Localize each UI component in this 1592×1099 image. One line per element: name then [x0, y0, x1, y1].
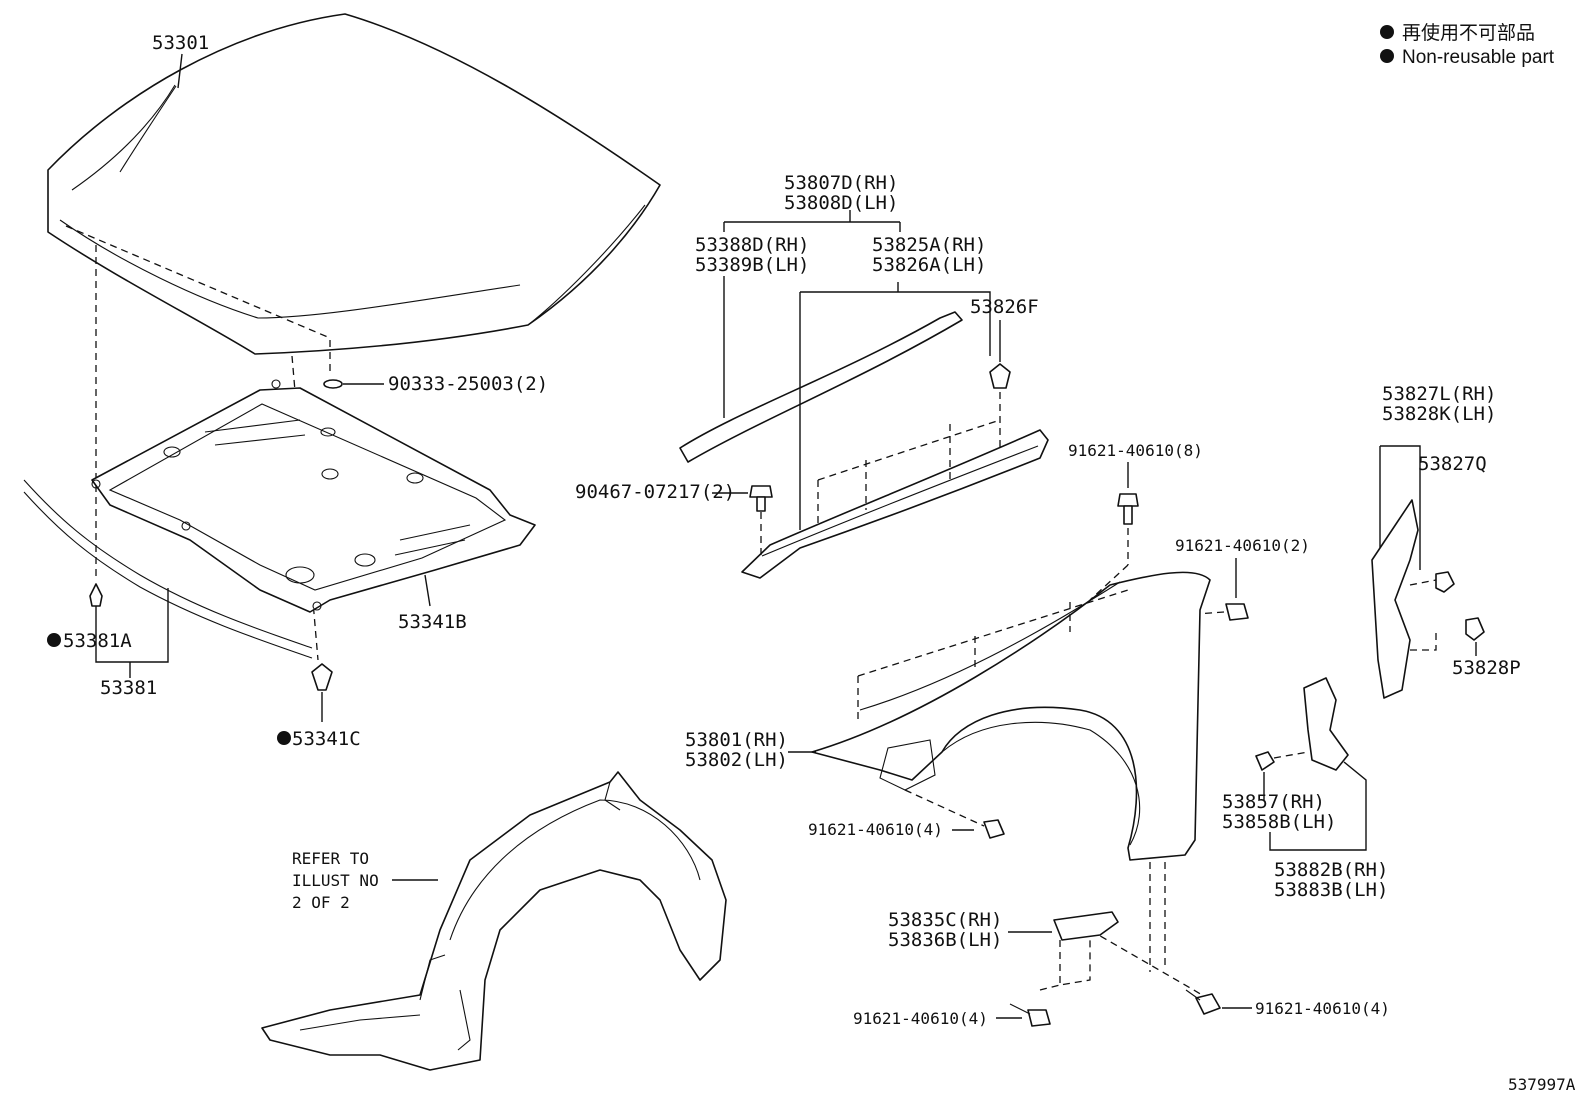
hood-seal-part	[23, 479, 313, 659]
label-bolt-top: 91621-40610(8)	[1068, 441, 1203, 460]
refer-text-1: REFER TO	[292, 849, 369, 868]
label-seal-c-lh: 53858B(LH)	[1222, 811, 1336, 833]
label-protector-lh: 53828K(LH)	[1382, 403, 1496, 425]
label-screw-90467: 90467-07217(2)	[575, 481, 735, 503]
label-hood-insulator-clip: 53341C	[292, 728, 361, 750]
label-bolt-bracket-right: 91621-40610(4)	[1255, 999, 1390, 1018]
label-hood: 53301	[152, 32, 209, 54]
label-bolt-side: 91621-40610(2)	[1175, 536, 1310, 555]
label-hood-seal-clip: 53381A	[63, 630, 132, 652]
label-seal-a-lh: 53389B(LH)	[695, 254, 809, 276]
label-clip-p: 53828P	[1452, 657, 1521, 679]
fender-seal-strip-part	[679, 311, 963, 463]
fender-part	[811, 571, 1211, 861]
fender-seal-lower-part	[1303, 677, 1349, 771]
clip-icon	[1255, 751, 1275, 771]
non-reusable-dot-icon	[277, 731, 291, 745]
label-protector-rh: 53827L(RH)	[1382, 383, 1496, 405]
label-seal-d-lh: 53883B(LH)	[1274, 879, 1388, 901]
label-seal-set-rh: 53807D(RH)	[784, 172, 898, 194]
fender-seal-long-part	[741, 429, 1049, 579]
legend: 再使用不可部品 Non-reusable part	[1380, 22, 1555, 68]
clip-icon	[1465, 617, 1485, 641]
label-seal-b-lh: 53826A(LH)	[872, 254, 986, 276]
bolt-icon	[1117, 493, 1139, 507]
label-fender-lh: 53802(LH)	[685, 749, 788, 771]
label-seal-d-rh: 53882B(RH)	[1274, 859, 1388, 881]
refer-text-3: 2 OF 2	[292, 893, 350, 912]
label-seal-b-rh: 53825A(RH)	[872, 234, 986, 256]
legend-en: Non-reusable part	[1402, 47, 1555, 68]
clip-icon	[311, 663, 333, 691]
plug-icon	[323, 379, 343, 389]
clip-icon	[1435, 571, 1455, 593]
hood-part	[47, 13, 661, 355]
illustration-id: 537997A	[1508, 1075, 1576, 1094]
bolt-icon	[1225, 603, 1249, 621]
bolt-icon	[1195, 993, 1221, 1015]
label-seal-set-lh: 53808D(LH)	[784, 192, 898, 214]
label-bracket-rh: 53835C(RH)	[888, 909, 1002, 931]
clip-icon	[89, 583, 103, 607]
legend-dot-icon	[1380, 49, 1394, 63]
label-hood-insulator-plug: 90333-25003(2)	[388, 373, 548, 395]
label-bracket-lh: 53836B(LH)	[888, 929, 1002, 951]
legend-dot-icon	[1380, 25, 1394, 39]
non-reusable-dot-icon	[47, 633, 61, 647]
bracket-part	[1053, 911, 1119, 941]
label-bolt-lower: 91621-40610(4)	[808, 820, 943, 839]
label-bolt-bracket-left: 91621-40610(4)	[853, 1009, 988, 1028]
fender-liner-part	[261, 771, 727, 1071]
clip-icon	[989, 363, 1011, 389]
refer-text-2: ILLUST NO	[292, 871, 379, 890]
label-hood-insulator: 53341B	[398, 611, 467, 633]
label-fender-rh: 53801(RH)	[685, 729, 788, 751]
bolt-icon	[983, 819, 1005, 839]
label-seal-c-rh: 53857(RH)	[1222, 791, 1325, 813]
label-seal-a-rh: 53388D(RH)	[695, 234, 809, 256]
label-clip-q: 53827Q	[1418, 453, 1487, 475]
screw-icon	[749, 485, 773, 498]
protector-part	[1371, 499, 1419, 699]
label-hood-seal: 53381	[100, 677, 157, 699]
label-clip-f: 53826F	[970, 296, 1039, 318]
hood-insulator-part	[91, 379, 536, 613]
legend-jp: 再使用不可部品	[1402, 22, 1535, 44]
bolt-icon	[1027, 1009, 1051, 1027]
